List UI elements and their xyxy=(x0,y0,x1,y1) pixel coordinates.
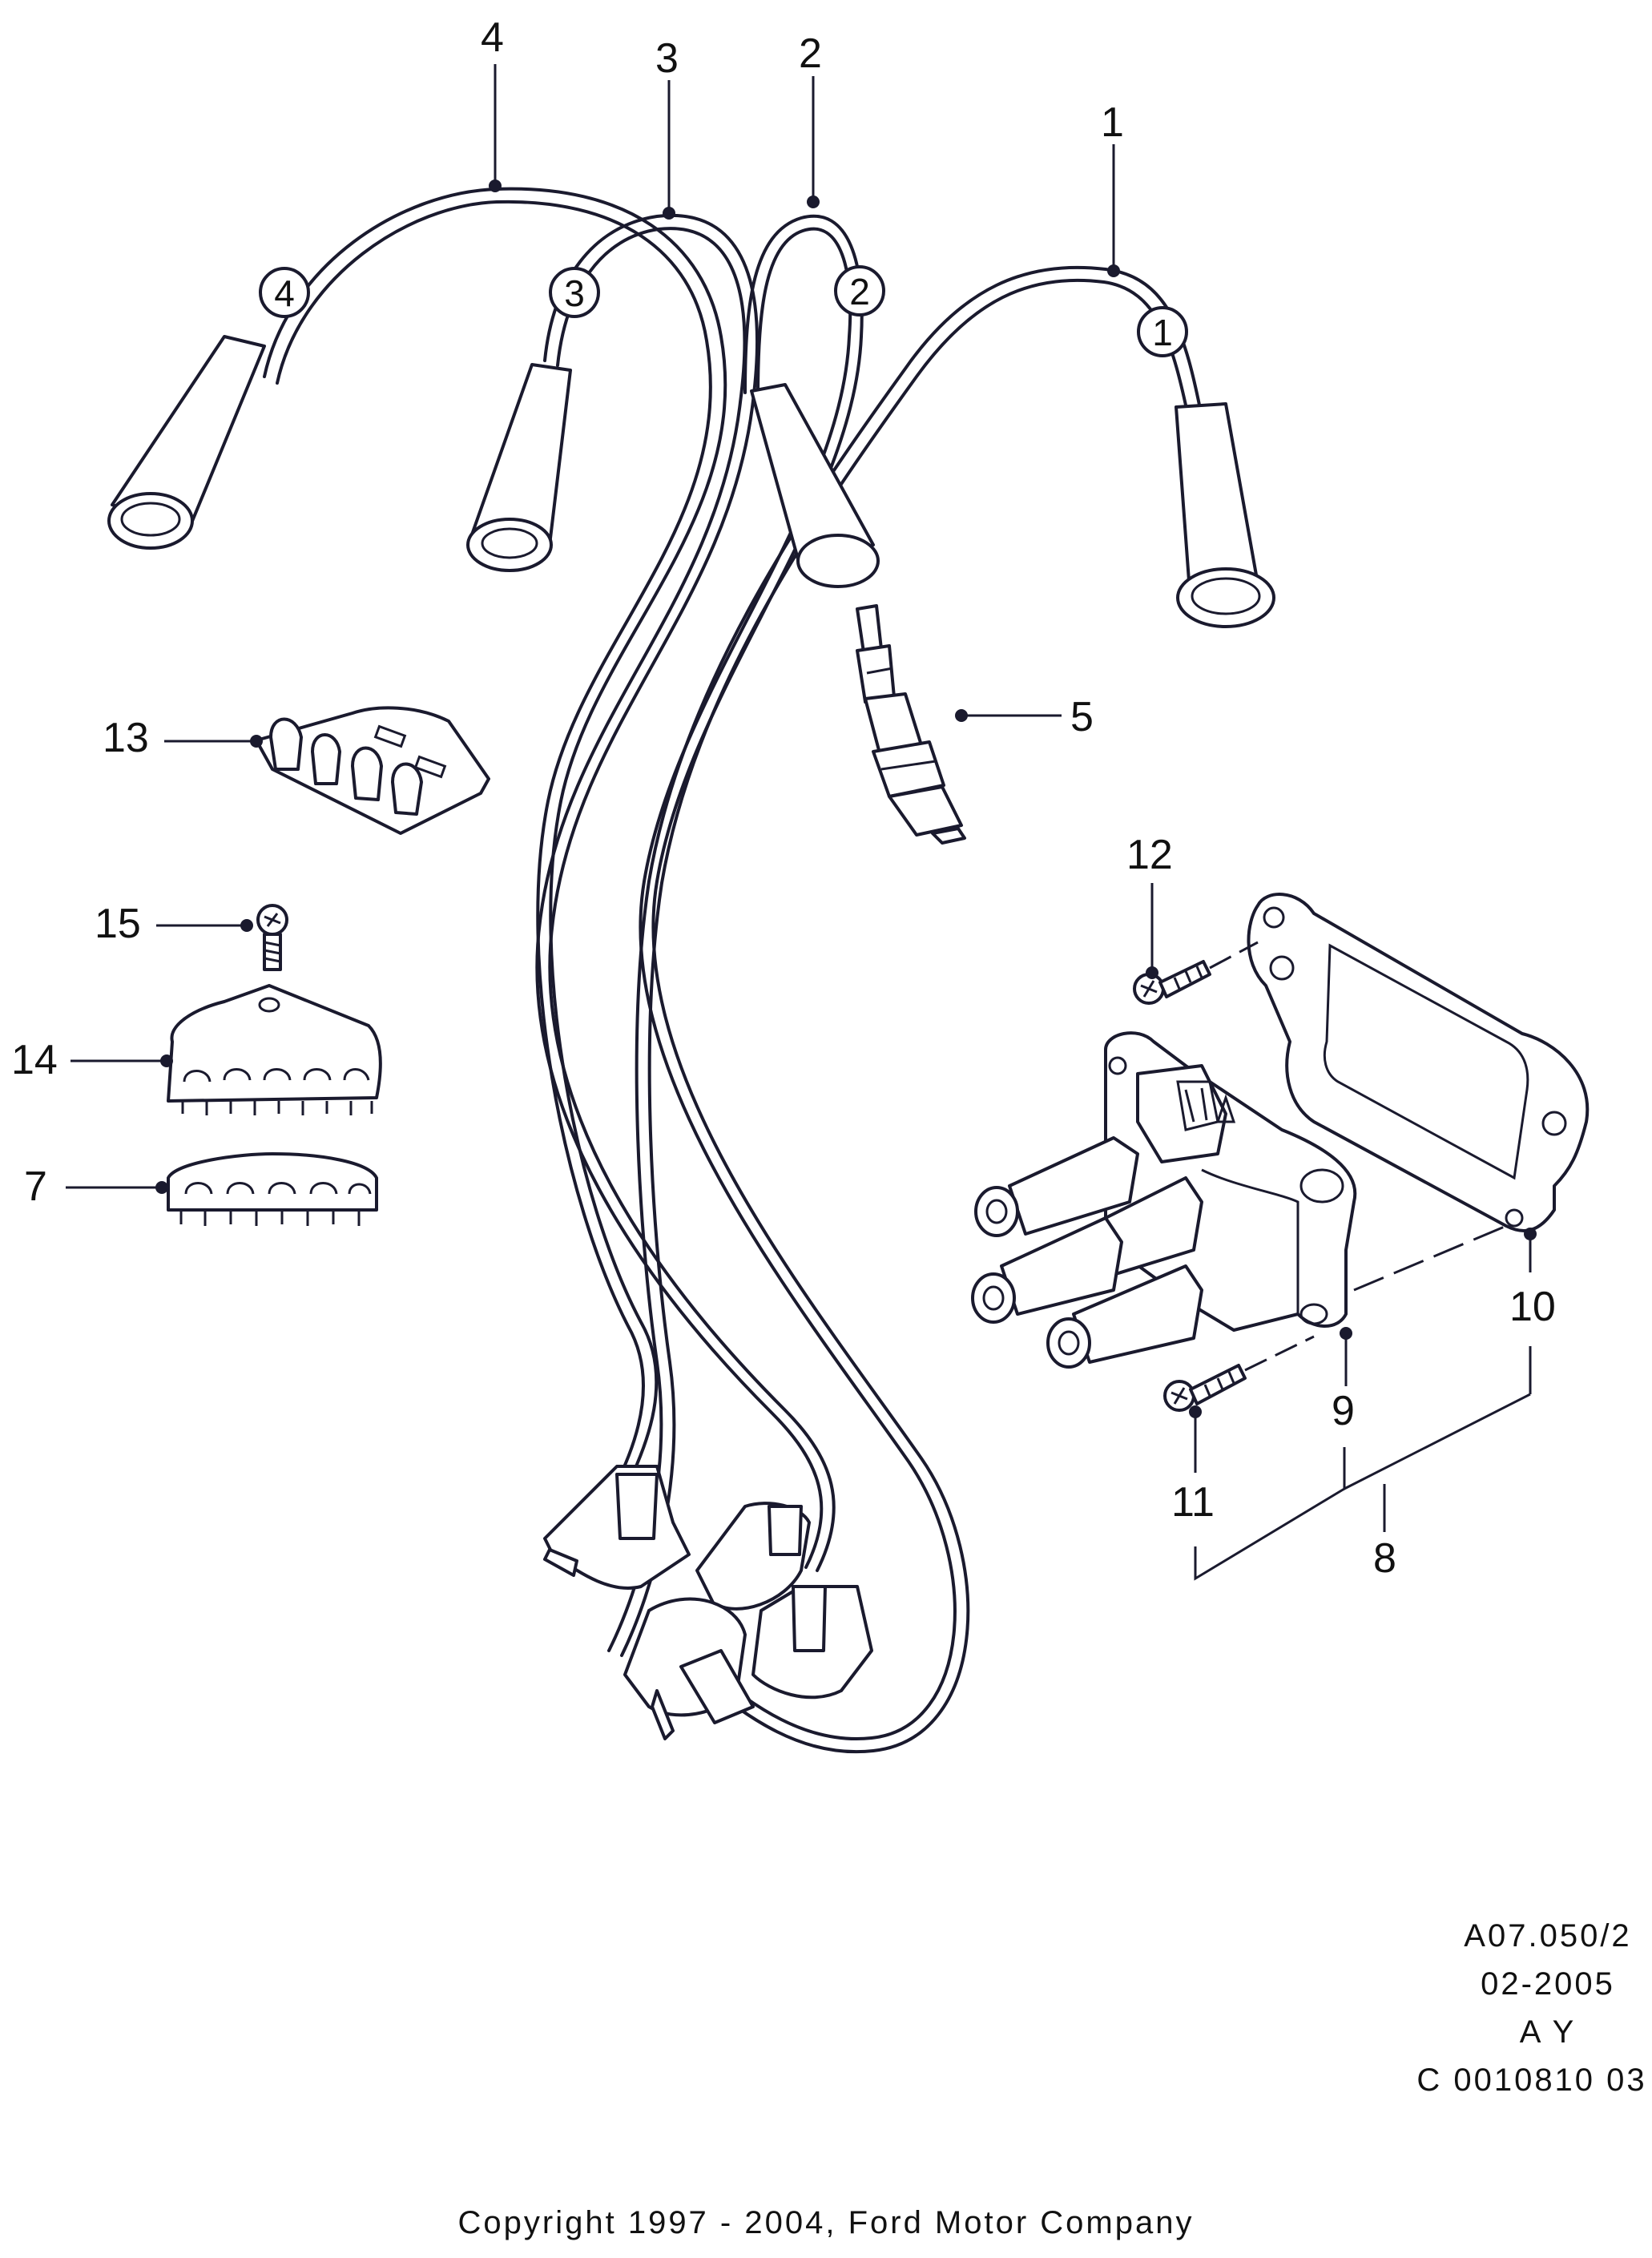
lead-holder-7 xyxy=(167,1152,378,1226)
plug-boot-4 xyxy=(107,335,266,550)
plug-boot-3 xyxy=(466,363,572,572)
diagram-reference-code: A07.050/2 xyxy=(1464,1918,1632,1954)
screw-15 xyxy=(256,904,288,971)
callout-8: 8 xyxy=(1373,1535,1396,1582)
callout-12: 12 xyxy=(1126,832,1173,878)
lead-ring-1: 1 xyxy=(1137,306,1188,357)
callout-15: 15 xyxy=(95,901,141,947)
screw-12 xyxy=(1133,941,1259,1005)
callout-leaders xyxy=(66,64,1537,1581)
lead-mark-2: 2 xyxy=(849,271,870,312)
gasket-alignment-line xyxy=(1353,1224,1507,1292)
callout-10: 10 xyxy=(1509,1284,1556,1330)
ignition-coil xyxy=(971,1031,1357,1369)
coil-gasket xyxy=(1247,893,1590,1232)
lead-holder-clip xyxy=(255,706,490,835)
lead-holder-14 xyxy=(167,984,382,1115)
spark-plug xyxy=(856,604,966,845)
screw-11 xyxy=(1163,1335,1315,1412)
callout-14: 14 xyxy=(11,1037,58,1083)
lead-ring-2: 2 xyxy=(834,265,885,317)
diagram-doc-id: C 0010810 03 xyxy=(1416,2062,1647,2098)
callout-1: 1 xyxy=(1101,99,1124,146)
callout-7: 7 xyxy=(24,1163,47,1210)
lead-mark-3: 3 xyxy=(564,272,585,314)
callout-4: 4 xyxy=(481,14,504,61)
diagram-date: 02-2005 xyxy=(1481,1966,1615,2002)
ignition-lead-3 xyxy=(535,213,836,1572)
callout-5: 5 xyxy=(1070,694,1094,740)
callout-11: 11 xyxy=(1171,1479,1215,1526)
diagram-initials: A Y xyxy=(1519,2014,1577,2050)
lead-mark-1: 1 xyxy=(1152,312,1173,353)
ignition-lead-1 xyxy=(607,265,1203,1657)
callout-9: 9 xyxy=(1332,1388,1355,1434)
lead-ring-3: 3 xyxy=(549,267,600,318)
ignition-lead-4 xyxy=(263,187,727,1492)
lead-ring-4: 4 xyxy=(259,267,310,318)
copyright-notice: Copyright 1997 - 2004, Ford Motor Compan… xyxy=(457,2205,1195,2240)
plug-boot-1 xyxy=(1175,402,1275,628)
callout-3: 3 xyxy=(655,35,679,82)
plug-boot-2 xyxy=(750,383,880,588)
lead-mark-4: 4 xyxy=(274,272,295,314)
coil-connector-cluster xyxy=(543,1465,873,1740)
callout-2: 2 xyxy=(799,30,822,77)
callout-13: 13 xyxy=(103,715,149,761)
